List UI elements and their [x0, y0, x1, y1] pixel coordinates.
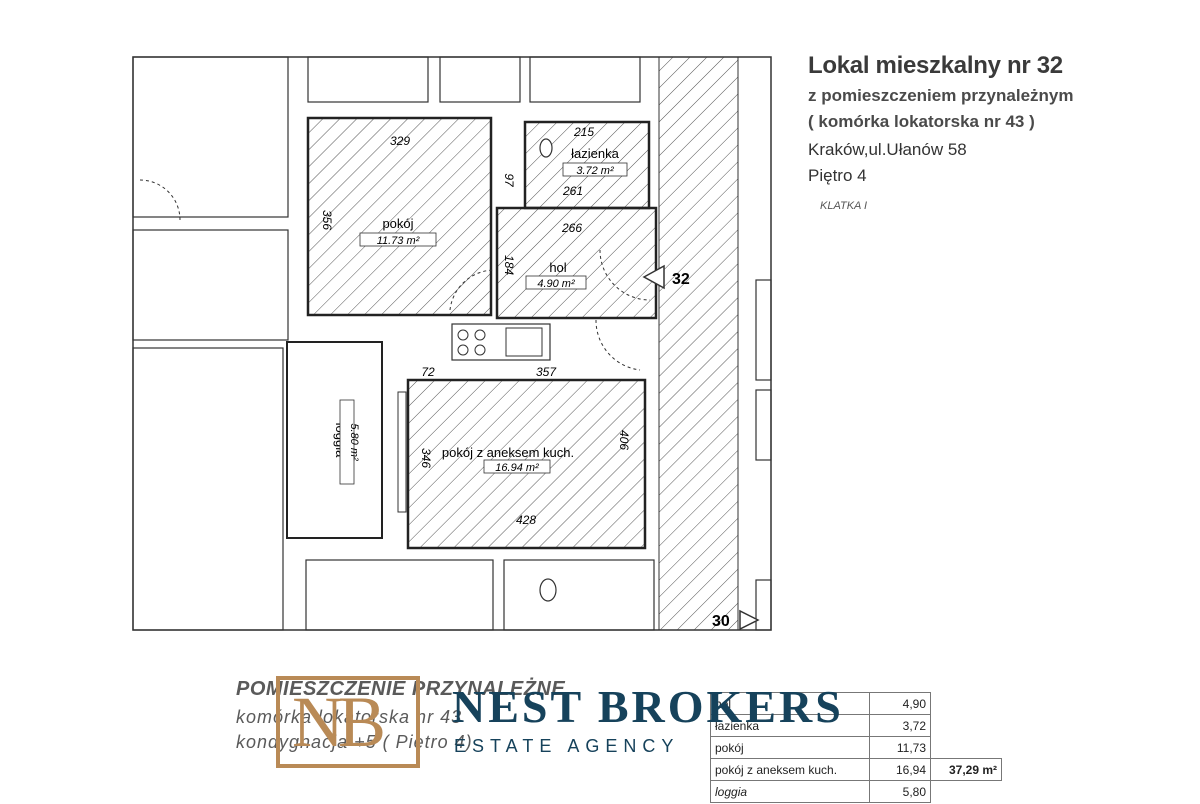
- area-total: 37,29 m²: [930, 758, 1002, 781]
- stove-burner-icon: [457, 329, 469, 341]
- corridor: [658, 56, 739, 631]
- room-label: pokój: [382, 216, 413, 231]
- dimension-label: 406: [617, 430, 631, 450]
- dimension-label: 356: [320, 210, 334, 230]
- room-label: łazienka: [571, 146, 619, 161]
- annex-line: kondygnacja +5 ( Piętro 4): [236, 732, 473, 752]
- unit-subtitle: z pomieszczeniem przynależnym: [808, 86, 1074, 105]
- sink-icon: [505, 327, 543, 357]
- table-row: hol 4,90: [660, 692, 1002, 715]
- staircase-label: KLATKA I: [820, 200, 868, 212]
- dimension-label: 428: [516, 513, 536, 527]
- dimension-label: 357: [536, 365, 557, 379]
- annex-line: komórka lokatorska nr 43: [236, 707, 463, 727]
- stove-burner-icon: [474, 344, 486, 356]
- table-row: loggia 5,80: [660, 780, 1002, 803]
- window: [397, 391, 407, 513]
- toilet-icon: [539, 578, 557, 602]
- stove-burner-icon: [457, 344, 469, 356]
- annex-note: POMIESZCZENIE PRZYNALEŻNE komórka lokato…: [236, 678, 565, 753]
- room-area: 5.80 m²: [348, 423, 360, 461]
- entry-arrow-icon: [642, 264, 665, 290]
- logo-monogram: NB: [292, 682, 386, 762]
- adjacent-room: [307, 56, 429, 103]
- unit-floor: Piętro 4: [808, 166, 867, 185]
- room-area: 11.73 m²: [377, 235, 420, 247]
- adjacent-room: [755, 579, 772, 631]
- room-label: hol: [549, 260, 566, 275]
- dimension-label: 261: [562, 184, 583, 198]
- entry-arrow-icon: [739, 609, 760, 631]
- room-area: 3.72 m²: [576, 165, 614, 177]
- adjacent-room: [439, 56, 521, 103]
- room-label: pokój z aneksem kuch.: [442, 445, 574, 460]
- kitchen-counter: [451, 323, 551, 361]
- area-name: loggia: [710, 780, 870, 803]
- dimension-label: 329: [390, 134, 410, 148]
- toilet-icon: [539, 138, 553, 158]
- room-area: 16.94 m²: [495, 462, 539, 474]
- area-value: 16,94: [869, 758, 931, 781]
- unit-marker: 30: [712, 613, 730, 630]
- room-pokoj: [306, 116, 493, 317]
- unit-marker: 32: [672, 271, 690, 288]
- stove-burner-icon: [474, 329, 486, 341]
- door-swing: [139, 179, 181, 221]
- neighbor-unit: [132, 229, 289, 341]
- logo-name: NEST BROKERS: [452, 681, 844, 732]
- dimension-label: 72: [421, 365, 435, 379]
- room-area: 4.90 m²: [537, 278, 575, 290]
- adjacent-room: [529, 56, 641, 103]
- brand-logo: NB NEST BROKERS ESTATE AGENCY: [276, 676, 920, 776]
- area-value: 3,72: [869, 714, 931, 737]
- adjacent-room: [503, 559, 655, 631]
- area-value: 5,80: [869, 780, 931, 803]
- unit-storage: ( komórka lokatorska nr 43 ): [808, 112, 1035, 131]
- dimension-label: 184: [502, 255, 516, 275]
- dimension-label: 266: [561, 221, 582, 235]
- table-row: pokój 11,73: [660, 736, 1002, 759]
- door-swing: [449, 269, 496, 311]
- area-table: hol 4,90 łazienka 3,72 pokój 11,73 pokój…: [660, 692, 1002, 803]
- dimension-label: 215: [573, 125, 594, 139]
- dimension-label: 97: [502, 173, 516, 188]
- adjacent-room: [755, 279, 772, 381]
- room-hol: [495, 206, 658, 320]
- door-swing: [595, 319, 641, 371]
- adjacent-room: [305, 559, 494, 631]
- adjacent-room: [755, 389, 772, 461]
- logo-tagline: ESTATE AGENCY: [454, 736, 680, 756]
- area-name: hol: [710, 692, 870, 715]
- unit-title: Lokal mieszkalny nr 32: [808, 52, 1063, 79]
- neighbor-unit: [132, 56, 289, 218]
- annex-heading: POMIESZCZENIE PRZYNALEŻNE: [236, 678, 566, 700]
- area-name: łazienka: [710, 714, 870, 737]
- dimension-label: 346: [419, 448, 433, 468]
- unit-address: Kraków,ul.Ułanów 58: [808, 140, 967, 159]
- table-row: łazienka 3,72: [660, 714, 1002, 737]
- neighbor-unit: [132, 347, 284, 631]
- logo-monogram-box: [276, 676, 420, 768]
- title-block: Lokal mieszkalny nr 32 z pomieszczeniem …: [808, 52, 1188, 212]
- table-row: pokój z aneksem kuch. 16,94 37,29 m²: [660, 758, 1002, 781]
- room-loggia: [286, 341, 383, 539]
